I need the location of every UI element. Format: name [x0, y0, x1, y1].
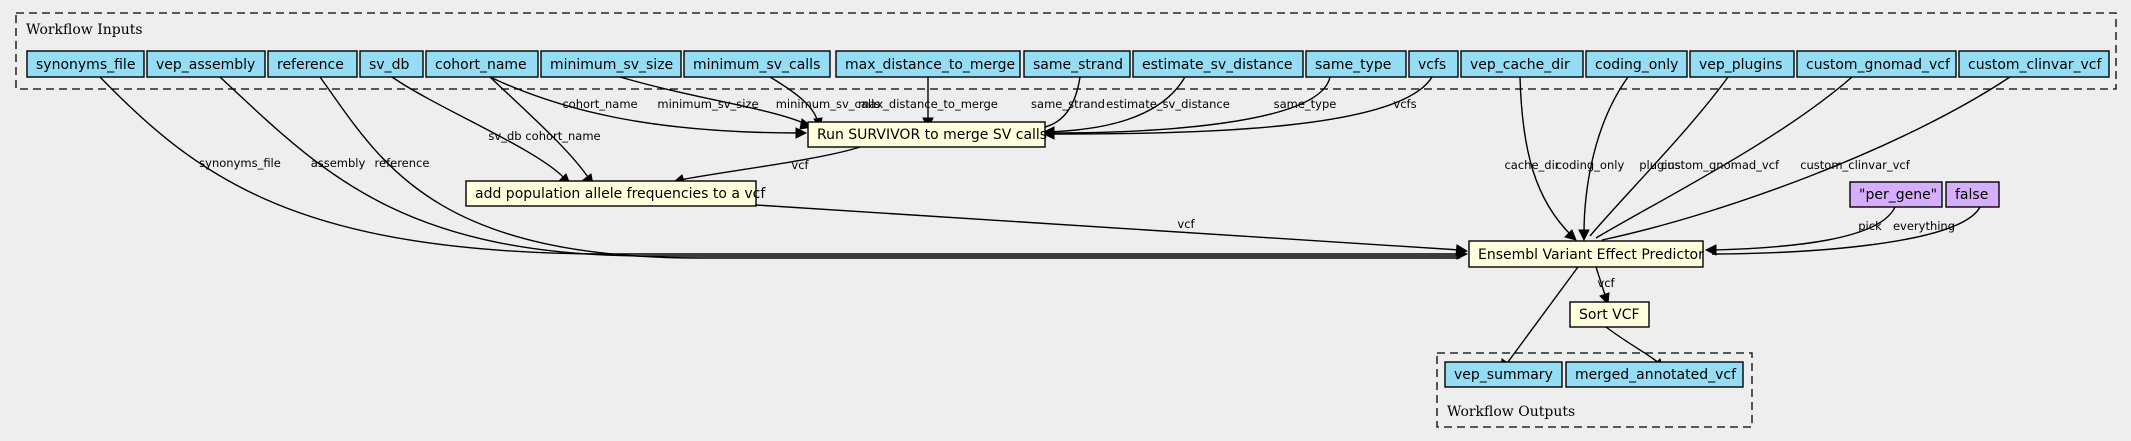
constant-per-gene-label: "per_gene"	[1859, 187, 1937, 203]
input-minimum-sv-calls[interactable]: minimum_sv_calls	[683, 50, 831, 78]
workflow-inputs-cluster: Workflow Inputs	[15, 12, 2117, 90]
edge-label-survivor-vcf: vcf	[791, 158, 809, 172]
input-nodes: synonyms_file vep_assembly reference sv_…	[26, 50, 2110, 78]
input-reference-label: reference	[277, 57, 344, 73]
edge-label-custom-gnomad: custom_gnomad_vcf	[1661, 158, 1780, 172]
input-custom-gnomad-vcf[interactable]: custom_gnomad_vcf	[1796, 50, 1957, 78]
edge-label-cohort-name-add: cohort_name	[525, 129, 600, 143]
input-reference[interactable]: reference	[267, 50, 358, 78]
edge-label-vcfs: vcfs	[1393, 97, 1416, 111]
edge-vcfs-to-survivor: vcfs	[1042, 76, 1433, 140]
edge-label-plugins: plugins	[1639, 158, 1681, 172]
edge-label-sv-db: sv_db	[488, 129, 521, 143]
edge-label-max-distance: max_distance_to_merge	[858, 97, 998, 111]
step-sort-vcf[interactable]: Sort VCF	[1569, 301, 1650, 328]
edge-label-cache-dir: cache_dir	[1504, 158, 1559, 172]
constant-per-gene[interactable]: "per_gene"	[1849, 181, 1943, 208]
input-vep-assembly-label: vep_assembly	[156, 57, 255, 73]
input-vep-plugins-label: vep_plugins	[1699, 57, 1782, 73]
edge-cohort-name-to-survivor: cohort_name	[489, 76, 808, 139]
step-add-population[interactable]: add population allele frequencies to a v…	[465, 180, 766, 207]
edges: cohort_name minimum_sv_size minimum_sv_c…	[99, 76, 2011, 372]
input-vcfs[interactable]: vcfs	[1408, 50, 1459, 78]
edge-max-distance-to-survivor: max_distance_to_merge	[858, 77, 998, 130]
edge-false-to-vep: everything	[1711, 206, 1981, 255]
input-custom-gnomad-vcf-label: custom_gnomad_vcf	[1806, 57, 1951, 73]
edge-synonyms-file-to-vep: synonyms_file	[99, 76, 1469, 260]
input-estimate-sv-distance-label: estimate_sv_distance	[1142, 57, 1293, 73]
step-survivor[interactable]: Run SURVIVOR to merge SV calls	[807, 121, 1047, 148]
edge-reference-to-vep: reference	[319, 76, 1460, 259]
edge-minimum-sv-size-to-survivor: minimum_sv_size	[619, 76, 814, 130]
edge-vep-cache-dir-to-vep: cache_dir	[1504, 76, 1577, 241]
input-same-type-label: same_type	[1315, 57, 1391, 73]
edge-label-same-strand: same_strand	[1031, 97, 1105, 111]
edge-vep-plugins-to-vep: plugins	[1589, 76, 1729, 237]
input-vep-cache-dir-label: vep_cache_dir	[1470, 57, 1570, 73]
input-synonyms-file-label: synonyms_file	[36, 57, 135, 73]
edge-label-synonyms-file: synonyms_file	[199, 156, 281, 170]
input-coding-only-label: coding_only	[1595, 57, 1678, 73]
input-vep-cache-dir[interactable]: vep_cache_dir	[1460, 50, 1584, 78]
edge-label-add-vcf: vcf	[1177, 217, 1195, 231]
output-merged-annotated-vcf[interactable]: merged_annotated_vcf	[1565, 361, 1744, 388]
edge-vep-assembly-to-vep: assembly	[219, 76, 1460, 257]
step-vep-label: Ensembl Variant Effect Predictor	[1478, 247, 1704, 263]
input-max-distance-to-merge[interactable]: max_distance_to_merge	[835, 50, 1021, 78]
edge-label-reference: reference	[375, 156, 430, 170]
output-vep-summary[interactable]: vep_summary	[1444, 361, 1563, 388]
edge-label-same-type: same_type	[1274, 97, 1337, 111]
input-sv-db[interactable]: sv_db	[359, 50, 424, 78]
edge-custom-clinvar-to-vep: custom_clinvar_vcf	[1601, 76, 2011, 241]
step-survivor-label: Run SURVIVOR to merge SV calls	[817, 127, 1047, 143]
edge-label-assembly: assembly	[311, 156, 366, 170]
input-vcfs-label: vcfs	[1418, 57, 1446, 73]
input-vep-assembly[interactable]: vep_assembly	[146, 50, 266, 78]
input-vep-plugins[interactable]: vep_plugins	[1689, 50, 1795, 78]
input-custom-clinvar-vcf[interactable]: custom_clinvar_vcf	[1958, 50, 2110, 78]
edge-label-everything: everything	[1893, 219, 1955, 233]
input-synonyms-file[interactable]: synonyms_file	[26, 50, 145, 78]
input-same-strand[interactable]: same_strand	[1023, 50, 1131, 78]
input-custom-clinvar-vcf-label: custom_clinvar_vcf	[1968, 57, 2103, 73]
edge-survivor-to-add-population: vcf	[672, 146, 861, 185]
input-minimum-sv-calls-label: minimum_sv_calls	[693, 57, 820, 73]
input-sv-db-label: sv_db	[369, 57, 409, 73]
edge-label-estimate-sv-distance: estimate_sv_distance	[1106, 97, 1230, 111]
workflow-outputs-label: Workflow Outputs	[1447, 404, 1575, 420]
edge-coding-only-to-vep: coding_only	[1556, 76, 1629, 242]
step-sort-vcf-label: Sort VCF	[1579, 307, 1640, 323]
edge-label-cohort-name: cohort_name	[562, 97, 637, 111]
edge-vep-to-vep-summary	[1500, 266, 1579, 372]
step-add-population-label: add population allele frequencies to a v…	[475, 186, 766, 202]
edge-custom-gnomad-to-vep: custom_gnomad_vcf	[1595, 76, 1853, 239]
input-cohort-name[interactable]: cohort_name	[425, 50, 539, 78]
step-vep[interactable]: Ensembl Variant Effect Predictor	[1468, 240, 1704, 268]
edge-label-minimum-sv-calls: minimum_sv_calls	[776, 97, 881, 111]
input-minimum-sv-size[interactable]: minimum_sv_size	[540, 50, 682, 78]
input-same-type[interactable]: same_type	[1305, 50, 1407, 78]
edge-per-gene-to-vep: pick	[1704, 206, 1896, 256]
input-coding-only[interactable]: coding_only	[1585, 50, 1688, 78]
edge-label-vep-vcf: vcf	[1597, 276, 1615, 290]
input-estimate-sv-distance[interactable]: estimate_sv_distance	[1132, 50, 1304, 78]
input-cohort-name-label: cohort_name	[435, 57, 527, 73]
output-vep-summary-label: vep_summary	[1454, 367, 1553, 383]
constant-false-label: false	[1955, 187, 1988, 203]
edge-label-minimum-sv-size: minimum_sv_size	[657, 97, 758, 111]
edge-vep-to-sort: vcf	[1595, 266, 1616, 306]
output-merged-annotated-vcf-label: merged_annotated_vcf	[1575, 367, 1737, 383]
input-minimum-sv-size-label: minimum_sv_size	[550, 57, 673, 73]
edge-add-population-to-vep: vcf	[755, 204, 1469, 256]
input-same-strand-label: same_strand	[1033, 57, 1123, 73]
input-max-distance-to-merge-label: max_distance_to_merge	[845, 57, 1015, 73]
workflow-inputs-label: Workflow Inputs	[26, 22, 143, 38]
constant-false[interactable]: false	[1945, 181, 2000, 208]
edge-label-custom-clinvar: custom_clinvar_vcf	[1800, 158, 1911, 172]
edge-label-pick: pick	[1858, 219, 1882, 233]
edge-label-coding-only: coding_only	[1556, 158, 1625, 172]
workflow-outputs-cluster: Workflow Outputs	[1436, 352, 1753, 428]
